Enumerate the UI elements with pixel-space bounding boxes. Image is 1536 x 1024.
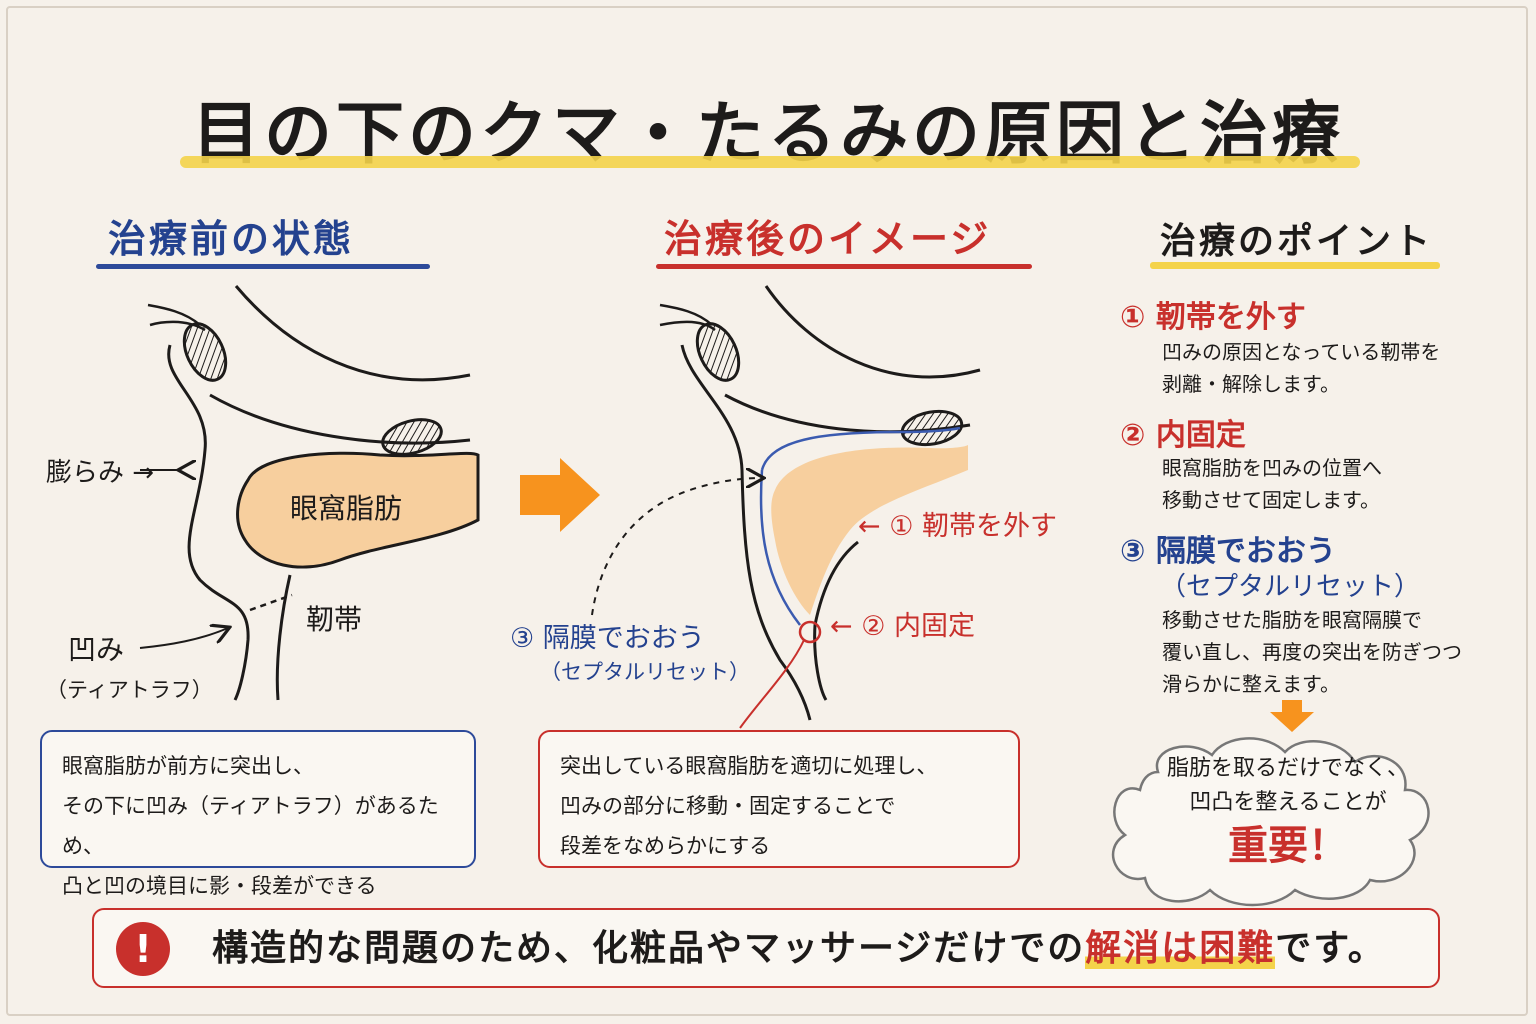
point-3-body-line-2: 覆い直し、再度の突出を防ぎつつ <box>1162 640 1462 664</box>
before-diagram <box>139 285 480 701</box>
section-title-after: 治療後のイメージ <box>664 217 992 261</box>
before-desc-line-2: その下に凹み（ティアトラフ）があるため、 <box>62 794 439 858</box>
point-2-heading: ② 内固定 <box>1120 418 1246 453</box>
label-release: ← ① 靭帯を外す <box>858 511 1057 542</box>
point-2-body: 眼窩脂肪を凹みの位置へ 移動させて固定します。 <box>1162 452 1382 516</box>
point-3-body-line-3: 滑らかに整えます。 <box>1162 672 1340 696</box>
down-arrow-icon <box>1270 700 1314 732</box>
fixation-point <box>798 620 822 644</box>
eyelash-root-after <box>695 322 741 382</box>
eyelash-root-before <box>182 322 228 382</box>
before-desc-line-3: 凸と凹の境目に影・段差ができる <box>62 874 377 898</box>
bottom-text-post: です。 <box>1275 928 1386 969</box>
muscle-before <box>381 418 443 456</box>
after-desc-line-3: 段差をなめらかにする <box>560 834 771 858</box>
septum-line <box>760 426 961 471</box>
point-1-body-line-2: 剥離・解除します。 <box>1162 372 1340 396</box>
label-bulge: 膨らみ → <box>46 458 155 488</box>
cloud-emphasis: 重要！ <box>1228 823 1348 869</box>
orbital-fat-before <box>236 451 480 569</box>
bottom-notice-text: 構造的な問題のため、化粧品やマッサージだけでの解消は困難です。 <box>212 922 1386 976</box>
bottom-text-pre: 構造的な問題のため、化粧品やマッサージだけでの <box>212 928 1086 969</box>
section-title-before: 治療前の状態 <box>108 217 355 261</box>
point-3-heading: ③ 隔膜でおおう <box>1120 534 1336 569</box>
bottom-text-emphasis: 解消は困難 <box>1085 928 1276 969</box>
section-underline-after <box>656 264 1032 269</box>
label-septal: ③ 隔膜でおおう <box>510 623 705 654</box>
point-3-subheading: （セプタルリセット） <box>1160 572 1421 602</box>
section-title-points: 治療のポイント <box>1160 221 1434 262</box>
cloud-line-1: 脂肪を取るだけでなく、 <box>1166 756 1409 781</box>
cloud-text: 脂肪を取るだけでなく、 凹凸を整えることが 重要！ <box>1120 752 1456 872</box>
after-description-box: 突出している眼窩脂肪を適切に処理し、 凹みの部分に移動・固定することで 段差をな… <box>538 730 1020 868</box>
orbital-fat-after <box>771 445 968 615</box>
point-3-body-line-1: 移動させた脂肪を眼窩隔膜で <box>1162 608 1422 632</box>
point-1-body-line-1: 凹みの原因となっている靭帯を <box>1162 340 1441 364</box>
cloud-line-2: 凹凸を整えることが <box>1189 790 1387 815</box>
section-underline-before <box>96 264 430 269</box>
point-1-heading: ① 靭帯を外す <box>1120 300 1306 335</box>
point-2-body-line-1: 眼窩脂肪を凹みの位置へ <box>1162 456 1382 480</box>
label-hollow: 凹み <box>68 633 125 666</box>
after-desc-line-2: 凹みの部分に移動・固定することで <box>560 794 896 818</box>
section-underline-points <box>1150 262 1440 269</box>
cloud-callout <box>1111 737 1430 907</box>
after-diagram <box>591 285 981 729</box>
after-desc-line-1: 突出している眼窩脂肪を適切に処理し、 <box>560 754 938 778</box>
label-hollow-sub: （ティアトラフ） <box>46 678 213 702</box>
label-ligament: 靭帯 <box>306 603 363 636</box>
alert-icon: ! <box>116 922 170 976</box>
title-highlight <box>180 156 1360 168</box>
label-septal-sub: （セプタルリセット） <box>540 660 750 684</box>
label-fix: ← ② 内固定 <box>830 611 975 642</box>
before-description-box: 眼窩脂肪が前方に突出し、 その下に凹み（ティアトラフ）があるため、 凸と凹の境目… <box>40 730 476 898</box>
point-3-body: 移動させた脂肪を眼窩隔膜で 覆い直し、再度の突出を防ぎつつ 滑らかに整えます。 <box>1162 604 1462 700</box>
page-frame <box>6 6 1528 1016</box>
point-2-body-line-2: 移動させて固定します。 <box>1162 488 1380 512</box>
point-1-body: 凹みの原因となっている靭帯を 剥離・解除します。 <box>1162 336 1440 400</box>
bottom-notice: ! 構造的な問題のため、化粧品やマッサージだけでの解消は困難です。 <box>92 908 1440 988</box>
before-desc-line-1: 眼窩脂肪が前方に突出し、 <box>62 754 314 778</box>
label-orbital-fat: 眼窩脂肪 <box>290 492 403 525</box>
transition-arrow-icon <box>520 458 600 532</box>
